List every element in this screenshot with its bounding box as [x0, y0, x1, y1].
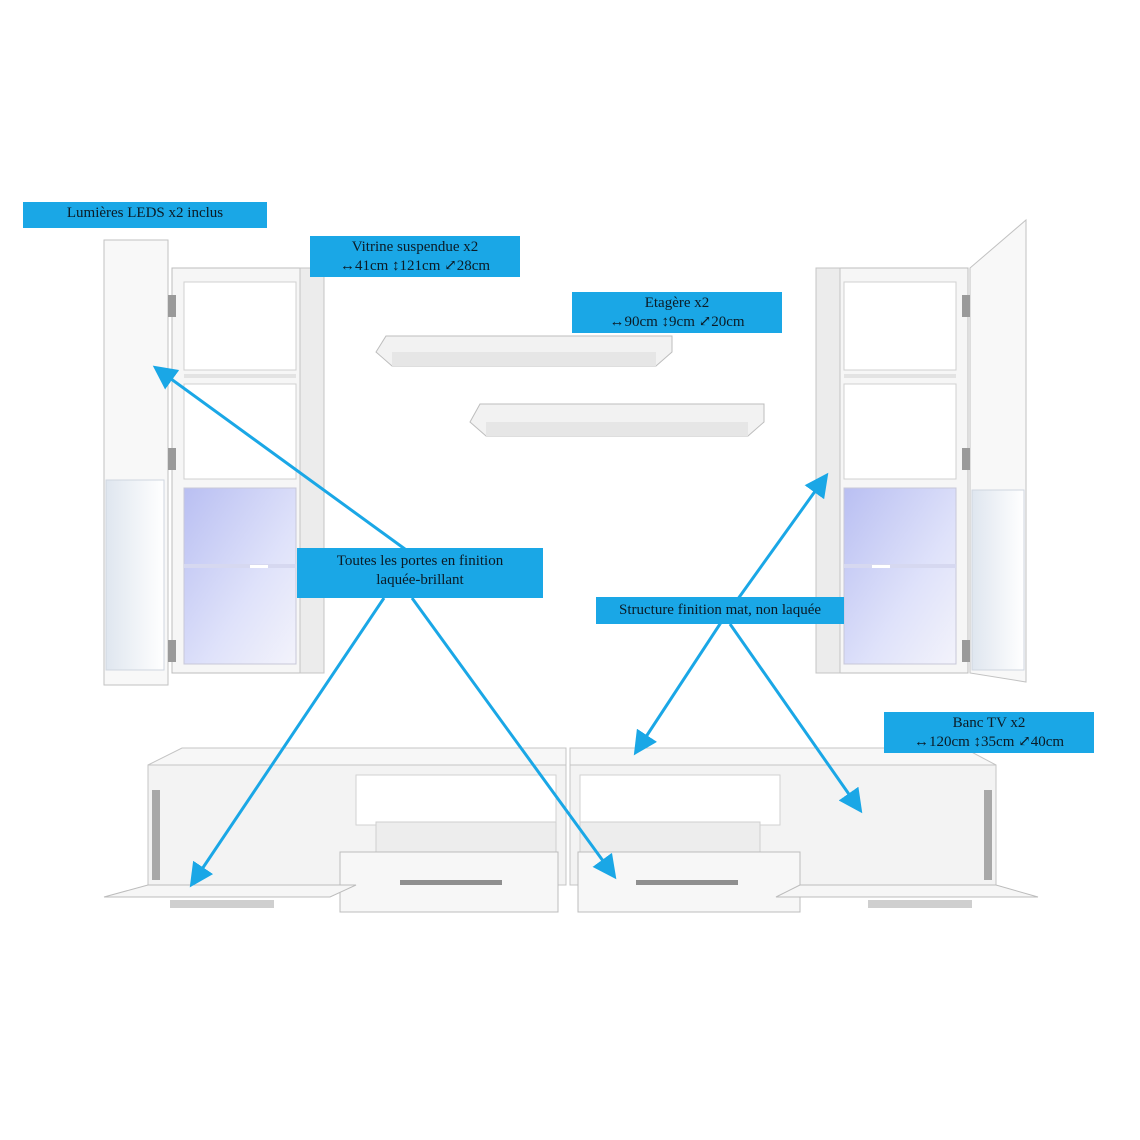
label-structure-line1: Structure finition mat, non laquée — [618, 602, 822, 618]
label-structure: Structure finition mat, non laquée — [596, 597, 844, 624]
label-banc-tv-line1: Banc TV x2 — [952, 715, 1026, 731]
arrow-to-center-drawer — [410, 597, 617, 880]
label-banc-tv-line2: ↔120cm ↕35cm ⤢40cm — [913, 734, 1065, 750]
label-banc-tv: Banc TV x2 ↔120cm ↕35cm ⤢40cm — [884, 712, 1094, 753]
right-wall-cabinet — [815, 218, 1027, 683]
arrow-to-right-bench — [728, 623, 863, 814]
right-tv-bench — [569, 747, 1039, 913]
label-etagere-line2: ↔90cm ↕9cm ⤢20cm — [609, 314, 745, 330]
label-vitrine-line2: ↔41cm ↕121cm ⤢28cm — [339, 258, 491, 274]
label-etagere-line1: Etagère x2 — [644, 295, 710, 311]
label-vitrine-line1: Vitrine suspendue x2 — [351, 239, 479, 255]
arrow-to-right-bench-top — [633, 623, 722, 756]
wall-shelf-top — [375, 335, 673, 367]
label-portes-line1: Toutes les portes en finition — [336, 553, 504, 569]
wall-shelf-bottom — [469, 403, 765, 437]
label-portes-line2: laquée-brillant — [376, 572, 464, 588]
arrow-to-left-door — [152, 365, 421, 562]
arrow-to-left-bench-flap — [189, 597, 386, 888]
label-vitrine: Vitrine suspendue x2 ↔41cm ↕121cm ⤢28cm — [310, 236, 520, 277]
left-wall-cabinet — [103, 239, 325, 686]
label-leds: Lumières LEDS x2 inclus — [23, 202, 267, 228]
label-leds-line1: Lumières LEDS x2 inclus — [66, 205, 224, 221]
label-portes: Toutes les portes en finition laquée-bri… — [297, 548, 543, 598]
label-etagere: Etagère x2 ↔90cm ↕9cm ⤢20cm — [572, 292, 782, 333]
left-tv-bench — [103, 747, 567, 913]
